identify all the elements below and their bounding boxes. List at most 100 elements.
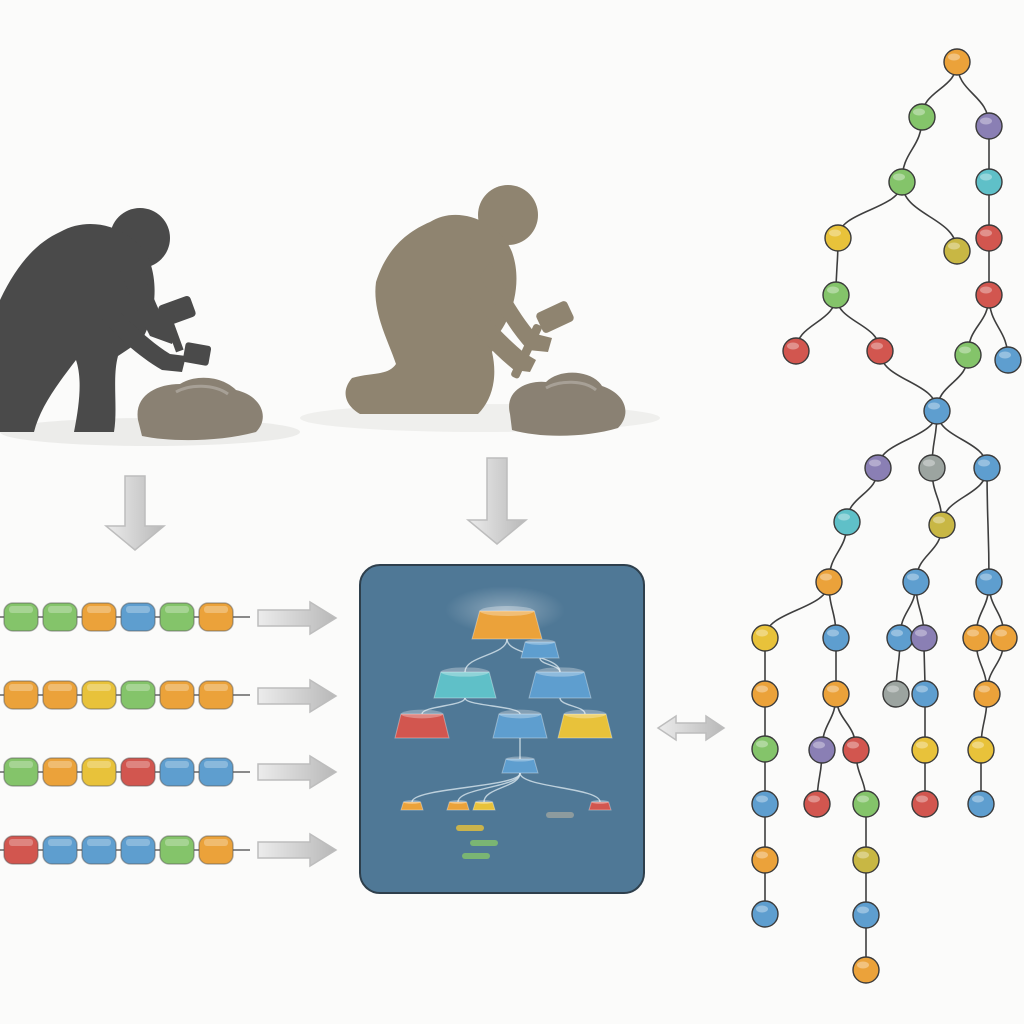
panel-connector bbox=[539, 657, 561, 673]
tree-node-highlight bbox=[948, 242, 960, 250]
tree-node bbox=[751, 900, 779, 928]
sequence-bead bbox=[81, 680, 117, 710]
tree-node-highlight bbox=[916, 685, 928, 693]
tier-node-top bbox=[440, 667, 490, 677]
right-arrow-icon bbox=[257, 832, 338, 868]
tree-node bbox=[866, 337, 894, 365]
tree-node-highlight bbox=[847, 741, 859, 749]
tree-node-highlight bbox=[916, 795, 928, 803]
tree-node-highlight bbox=[756, 740, 768, 748]
bead-highlight bbox=[9, 606, 33, 613]
crouching-toolmaker-figure bbox=[0, 208, 300, 446]
tree-node-highlight bbox=[857, 906, 869, 914]
tree-node-highlight bbox=[756, 851, 768, 859]
tree-node-highlight bbox=[838, 513, 850, 521]
tree-node bbox=[808, 736, 836, 764]
hammer-icon bbox=[511, 301, 574, 379]
tree-node bbox=[973, 454, 1001, 482]
tree-node bbox=[911, 680, 939, 708]
tree-node bbox=[751, 680, 779, 708]
tree-node-highlight bbox=[948, 53, 960, 61]
panel-tier-node bbox=[400, 801, 424, 811]
sequence-row bbox=[0, 602, 250, 632]
tree-node-highlight bbox=[980, 117, 992, 125]
tree-node-highlight bbox=[928, 402, 940, 410]
bead-highlight bbox=[165, 606, 189, 613]
sequence-row bbox=[0, 835, 250, 865]
tree-node-highlight bbox=[933, 516, 945, 524]
tree-node bbox=[852, 956, 880, 984]
tree-edge bbox=[986, 467, 990, 583]
panel-tier-node bbox=[528, 671, 592, 699]
tree-node-highlight bbox=[913, 108, 925, 116]
tier-node-top bbox=[403, 800, 421, 804]
tree-node-highlight bbox=[857, 851, 869, 859]
panel-connector bbox=[421, 697, 466, 715]
tree-node bbox=[751, 846, 779, 874]
panel-tier-node bbox=[394, 713, 450, 739]
tree-node bbox=[910, 624, 938, 652]
tree-node bbox=[852, 901, 880, 929]
sequence-bead bbox=[120, 602, 156, 632]
tree-node-highlight bbox=[756, 905, 768, 913]
tree-node-highlight bbox=[972, 795, 984, 803]
tree-node bbox=[918, 454, 946, 482]
bead-highlight bbox=[204, 606, 228, 613]
sequence-bead bbox=[159, 680, 195, 710]
right-arrow-icon bbox=[257, 678, 338, 714]
tree-node bbox=[975, 168, 1003, 196]
tree-node bbox=[954, 341, 982, 369]
hammer-icon bbox=[158, 295, 196, 353]
sequence-bead bbox=[42, 757, 78, 787]
tree-node-highlight bbox=[967, 629, 979, 637]
tree-nodes bbox=[751, 48, 1022, 984]
tree-node bbox=[842, 736, 870, 764]
tree-node-highlight bbox=[813, 741, 825, 749]
tree-node-highlight bbox=[808, 795, 820, 803]
tree-node bbox=[975, 281, 1003, 309]
tree-node bbox=[888, 168, 916, 196]
panel-connector bbox=[411, 772, 521, 803]
sequence-bead bbox=[81, 835, 117, 865]
tree-node-highlight bbox=[978, 459, 990, 467]
tree-node bbox=[923, 397, 951, 425]
tree-node bbox=[943, 237, 971, 265]
tree-node bbox=[815, 568, 843, 596]
bead-highlight bbox=[48, 606, 72, 613]
double-arrow-icon bbox=[656, 714, 726, 742]
tree-node bbox=[864, 454, 892, 482]
sequence-bead bbox=[120, 757, 156, 787]
panel-connector bbox=[464, 638, 508, 673]
tree-node bbox=[751, 735, 779, 763]
bead-highlight bbox=[126, 839, 150, 846]
bead-highlight bbox=[48, 684, 72, 691]
tree-node bbox=[962, 624, 990, 652]
tree-node-highlight bbox=[915, 629, 927, 637]
tree-node bbox=[822, 624, 850, 652]
tree-node-highlight bbox=[756, 685, 768, 693]
sequence-bead bbox=[198, 680, 234, 710]
tree-node-highlight bbox=[980, 573, 992, 581]
tree-node bbox=[803, 790, 831, 818]
tree-node-highlight bbox=[893, 173, 905, 181]
sequence-bead bbox=[81, 602, 117, 632]
panel-tier-node bbox=[492, 713, 548, 739]
tree-node bbox=[928, 511, 956, 539]
tree-node-highlight bbox=[756, 629, 768, 637]
sequence-bead bbox=[120, 680, 156, 710]
tier-node-top bbox=[535, 667, 585, 677]
tier-node-top bbox=[525, 639, 555, 645]
tree-node-highlight bbox=[857, 961, 869, 969]
tree-node bbox=[751, 790, 779, 818]
tier-node-top bbox=[498, 709, 542, 719]
tree-node-highlight bbox=[869, 459, 881, 467]
tree-node bbox=[882, 680, 910, 708]
chisel-icon bbox=[182, 342, 212, 366]
tree-node bbox=[911, 736, 939, 764]
sequence-bead bbox=[3, 835, 39, 865]
tree-node-highlight bbox=[871, 342, 883, 350]
panel-tier-node bbox=[588, 801, 612, 811]
panel-detail-mark bbox=[462, 853, 490, 859]
panel-connector bbox=[519, 772, 601, 803]
panel-tier-node bbox=[520, 641, 560, 659]
